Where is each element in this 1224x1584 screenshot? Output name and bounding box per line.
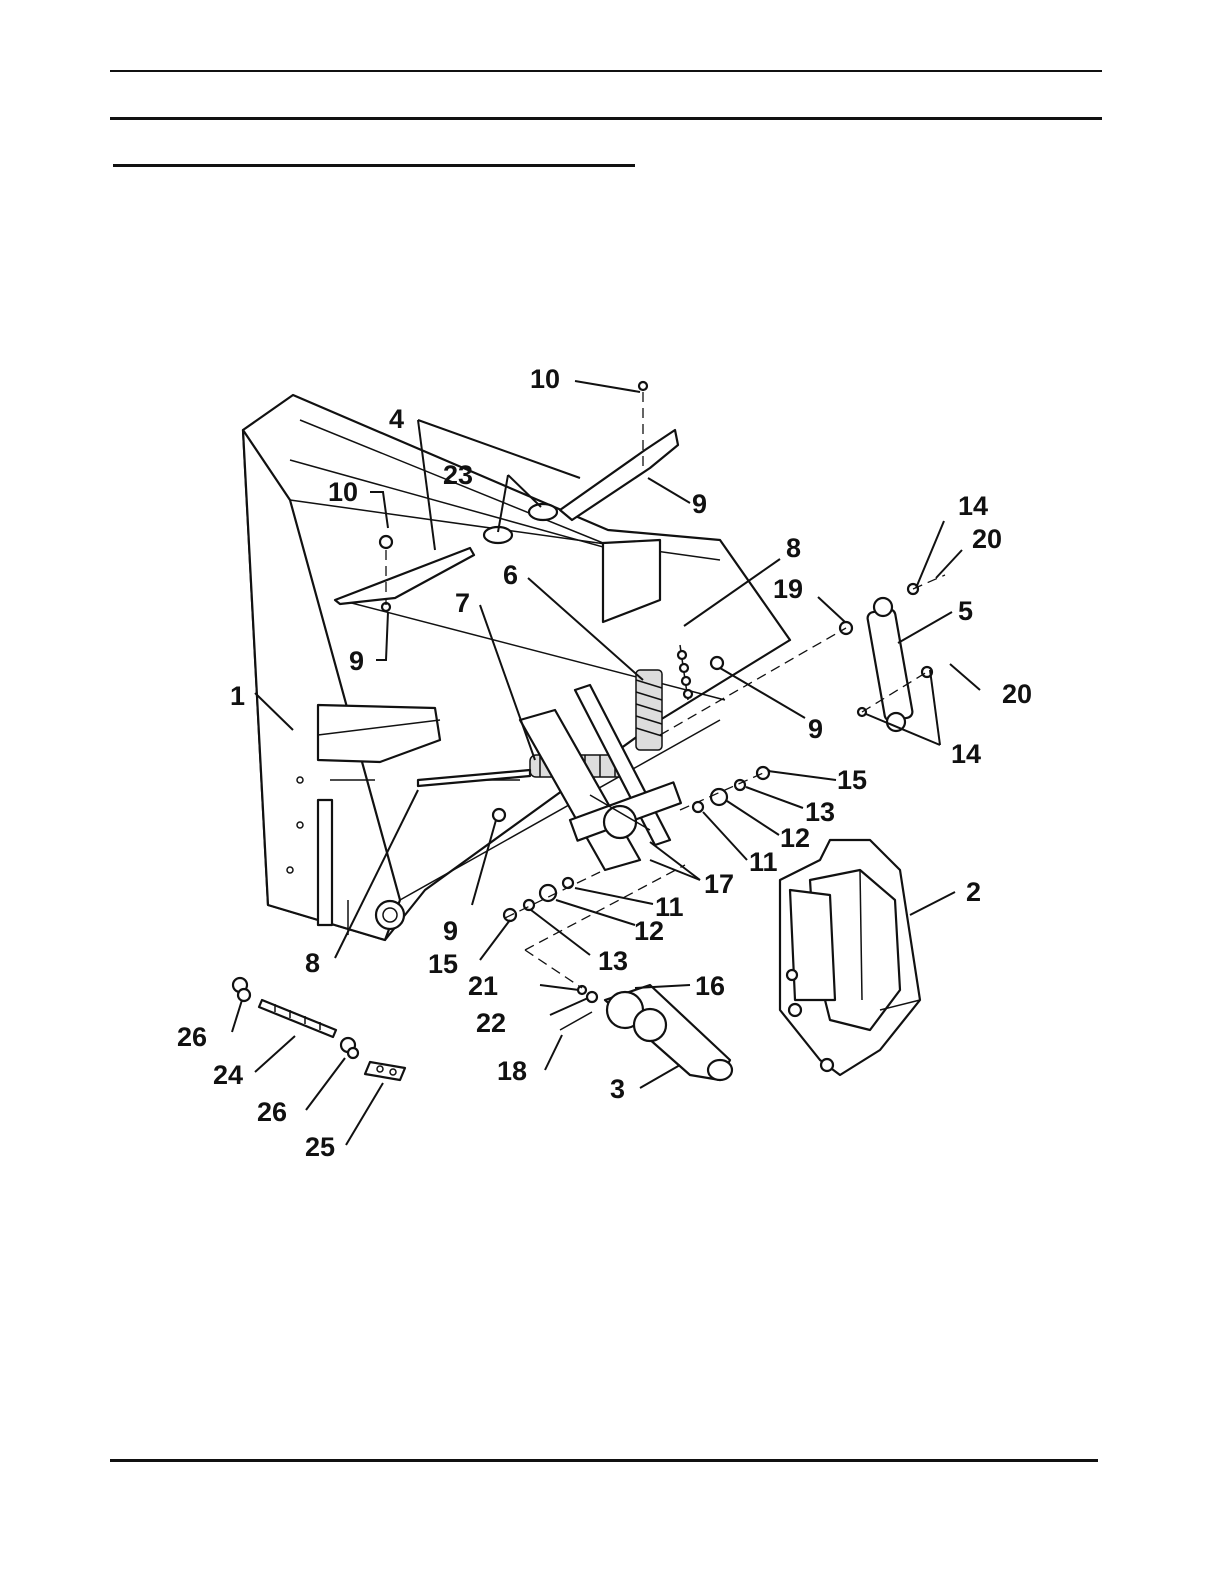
callout-25: 25 — [305, 1132, 335, 1162]
support-stand — [780, 840, 920, 1075]
callout-12: 12 — [780, 823, 810, 853]
callout-24: 24 — [213, 1060, 243, 1090]
hopper-body — [243, 395, 790, 940]
callout-9: 9 — [692, 489, 707, 519]
callout-26: 26 — [257, 1097, 287, 1127]
callout-9: 9 — [349, 646, 364, 676]
callout-7: 7 — [455, 588, 470, 618]
callout-26: 26 — [177, 1022, 207, 1052]
callout-9: 9 — [443, 916, 458, 946]
callout-14: 14 — [958, 491, 988, 521]
callout-10: 10 — [328, 477, 358, 507]
callout-21: 21 — [468, 971, 498, 1001]
spring-vertical — [636, 670, 662, 750]
shackle-upper — [233, 978, 250, 1001]
callout-3: 3 — [610, 1074, 625, 1104]
callout-8: 8 — [786, 533, 801, 563]
callout-10: 10 — [530, 364, 560, 394]
callout-20: 20 — [1002, 679, 1032, 709]
callout-13: 13 — [598, 946, 628, 976]
callout-11: 11 — [749, 847, 778, 877]
callout-16: 16 — [695, 971, 725, 1001]
tag-plate — [365, 1062, 405, 1080]
callout-22: 22 — [476, 1008, 506, 1038]
callout-17: 17 — [704, 869, 734, 899]
callout-4: 4 — [389, 404, 404, 434]
callout-5: 5 — [958, 596, 973, 626]
callout-15: 15 — [428, 949, 458, 979]
callout-18: 18 — [497, 1056, 527, 1086]
callout-19: 19 — [773, 574, 803, 604]
callout-6: 6 — [503, 560, 518, 590]
callout-8: 8 — [305, 948, 320, 978]
callout-23: 23 — [443, 460, 473, 490]
callout-9: 9 — [808, 714, 823, 744]
callout-15: 15 — [837, 765, 867, 795]
callout-14: 14 — [951, 739, 981, 769]
shock-absorber — [867, 598, 914, 731]
link-arm-upper — [529, 430, 678, 520]
callout-12: 12 — [634, 916, 664, 946]
callout-2: 2 — [966, 877, 981, 907]
callout-1: 1 — [230, 681, 245, 711]
shackle-lower — [341, 1038, 358, 1058]
loose-chain — [259, 1000, 336, 1037]
callout-20: 20 — [972, 524, 1002, 554]
